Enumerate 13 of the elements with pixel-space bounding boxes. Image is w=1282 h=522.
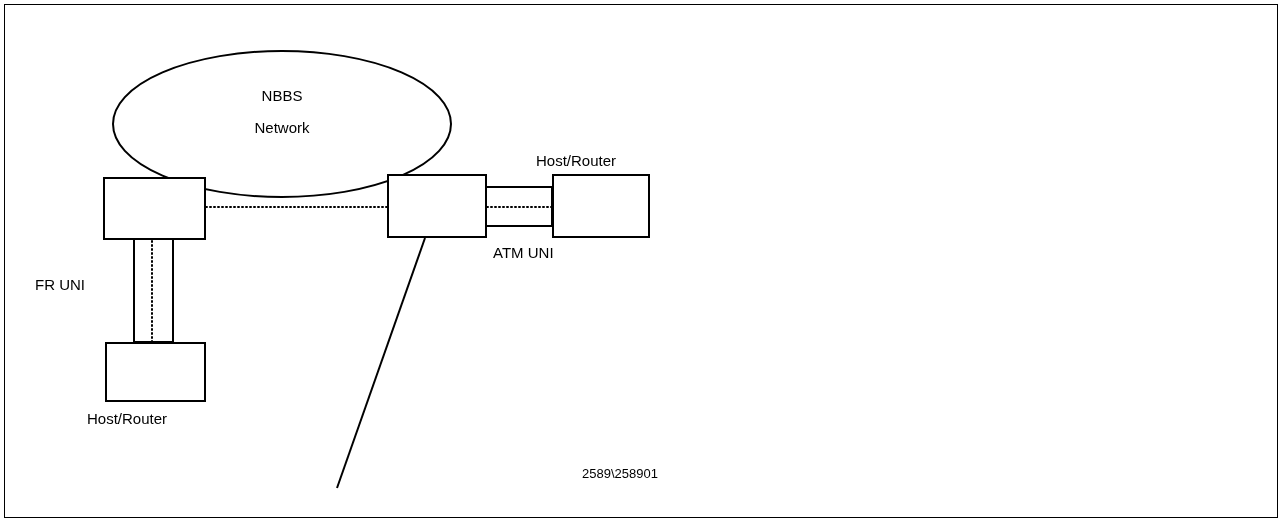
figure-id: 2589\258901 [582, 466, 658, 481]
connector-line [133, 239, 174, 343]
host-label: Host/Router [536, 152, 617, 169]
connector-line [336, 237, 426, 489]
network-label: NBBS Network [253, 86, 311, 138]
connector-line [486, 186, 553, 227]
host-label: Host/Router [87, 410, 168, 427]
connection-path [205, 206, 388, 208]
switch-box [103, 177, 206, 240]
switch-box [387, 174, 487, 238]
connection-path [151, 239, 153, 343]
connection-path [486, 206, 553, 208]
network-ellipse [112, 50, 452, 198]
